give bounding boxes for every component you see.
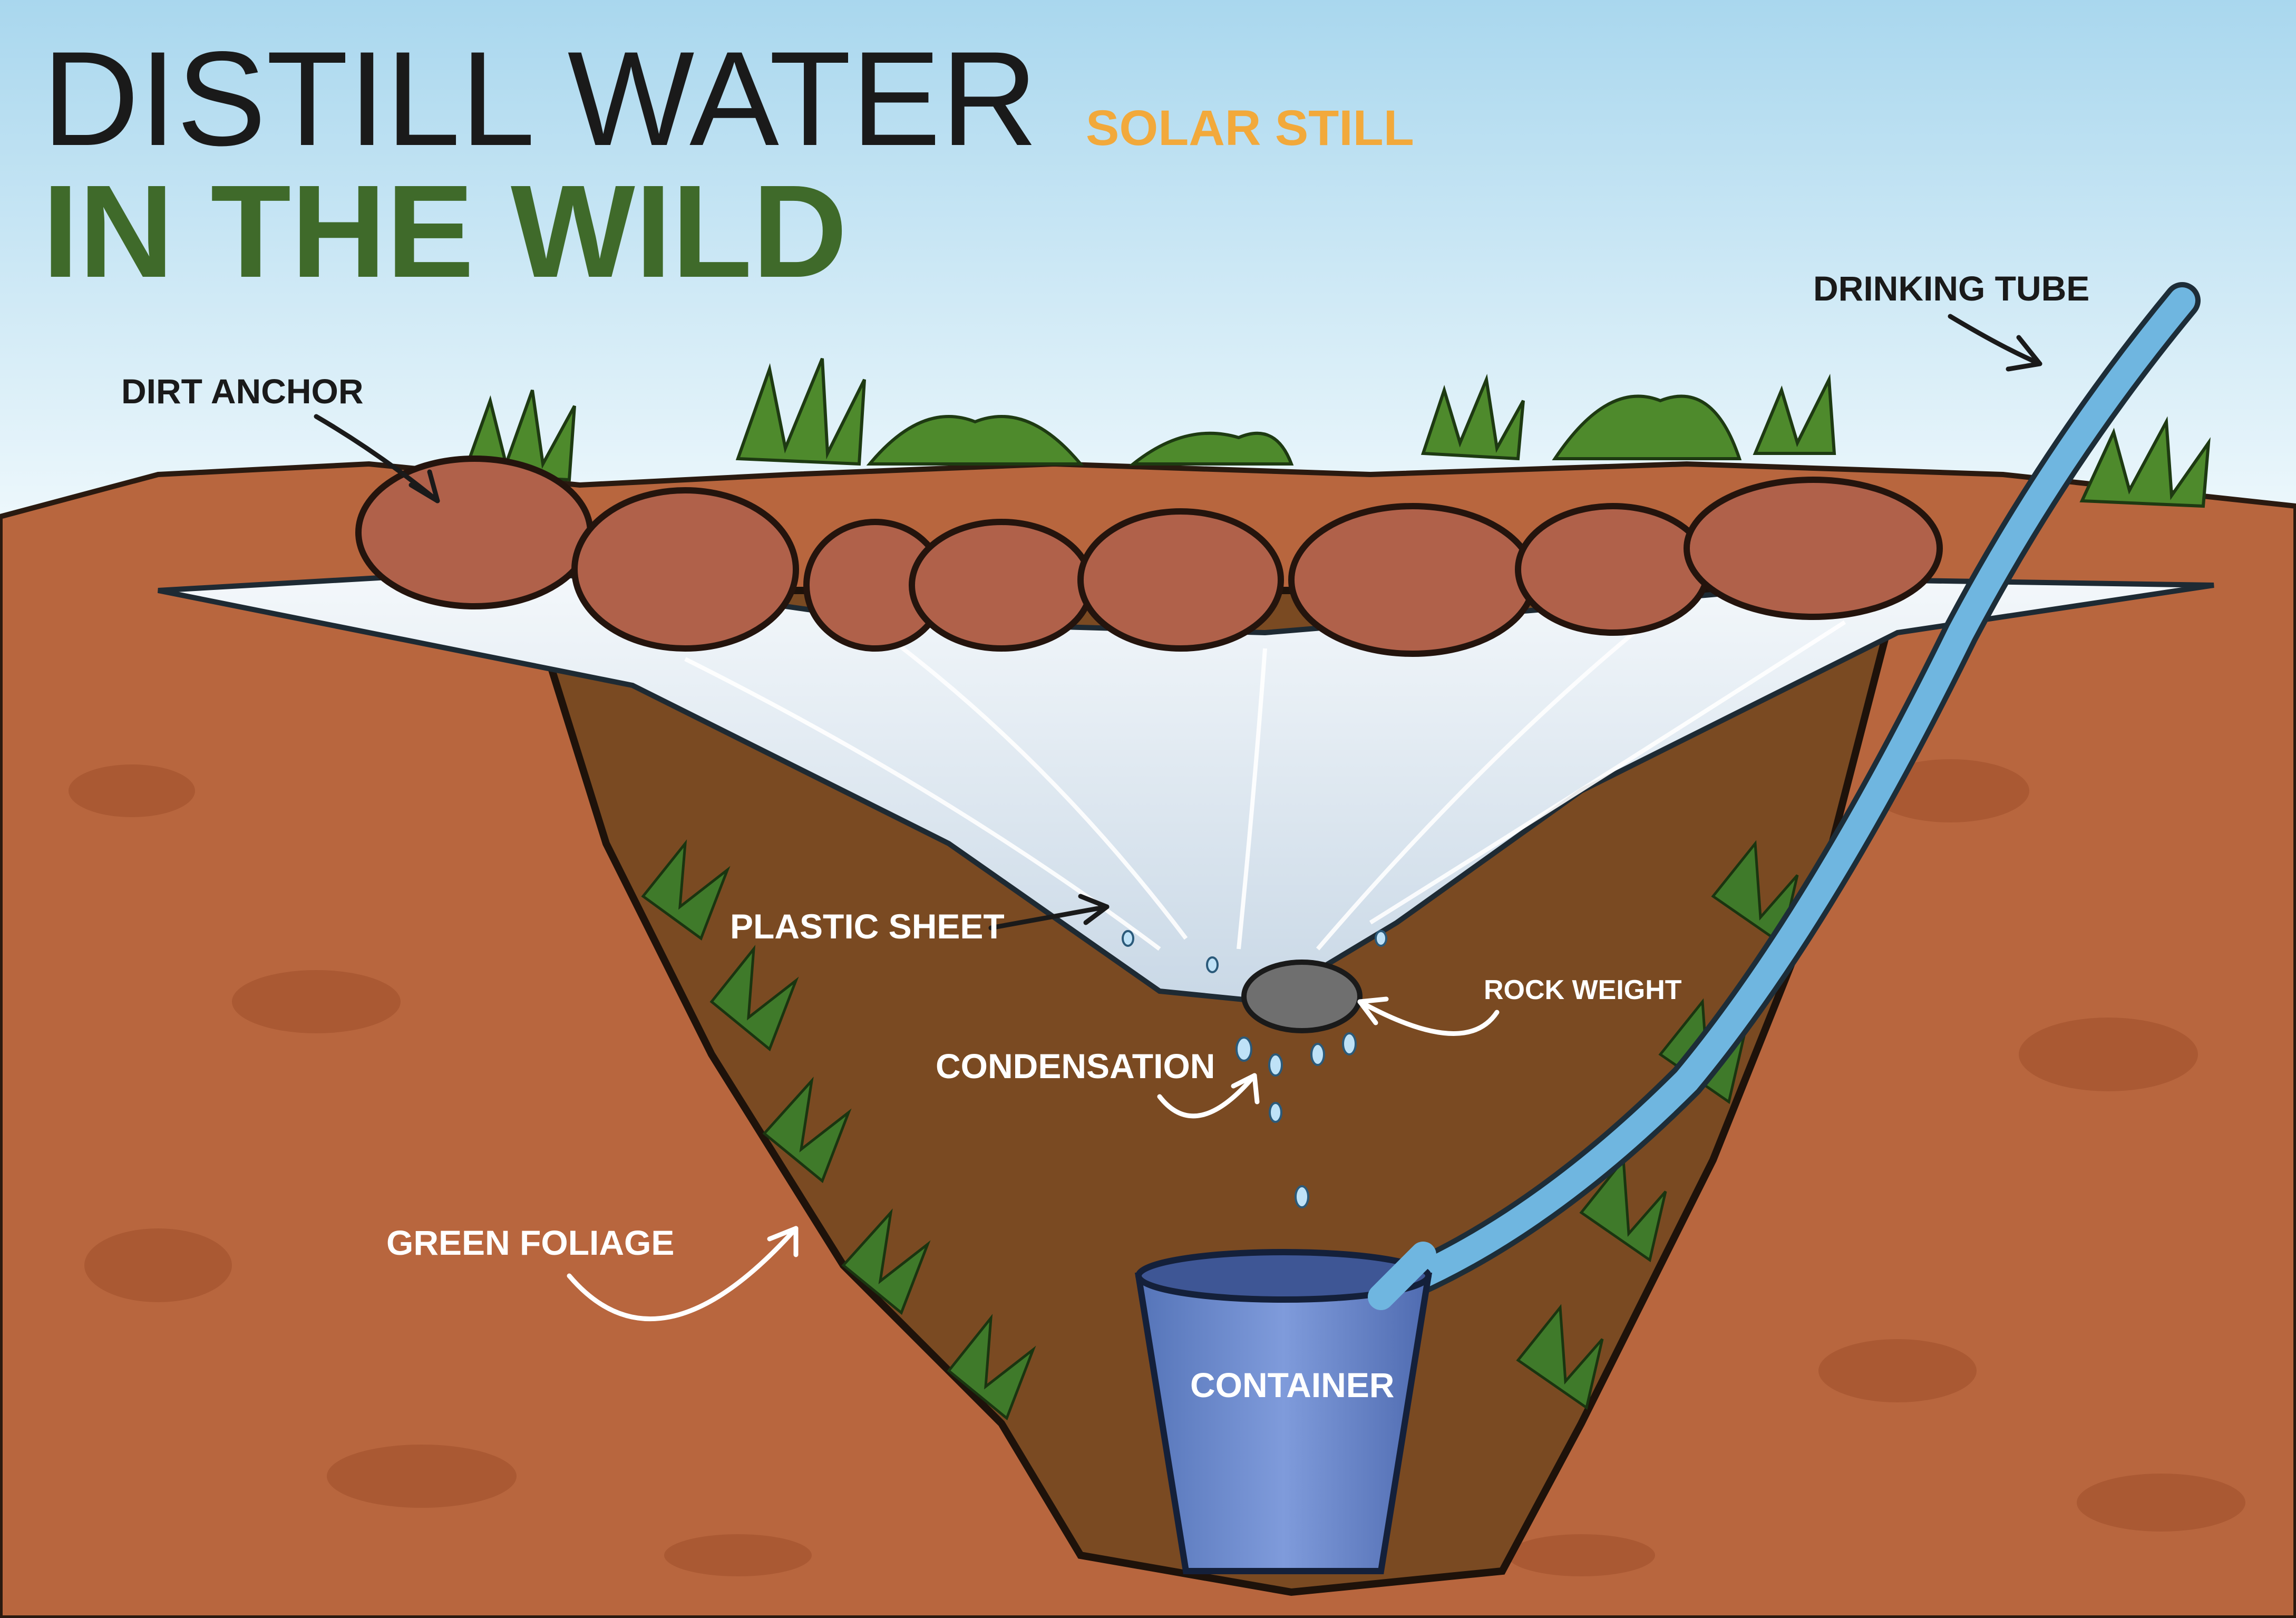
soil-texture xyxy=(69,759,2245,1576)
rock-1 xyxy=(355,456,594,609)
rock-8 xyxy=(1684,477,1943,620)
rock-6 xyxy=(1288,503,1537,657)
pointer-arrows xyxy=(314,314,2042,1322)
dirt-anchor-arrow xyxy=(314,414,440,503)
subtitle: SOLAR STILL xyxy=(1086,100,1414,156)
rock-weight-arrow xyxy=(1357,999,1500,1036)
rock-4 xyxy=(909,519,1094,652)
rock-7 xyxy=(1515,503,1711,636)
label-plastic-sheet: PLASTIC SHEET xyxy=(730,907,1005,946)
drinking-tube-inner xyxy=(1357,287,2195,1310)
title-line-2: IN THE WILD xyxy=(42,158,848,305)
plastic-sheet-arrow xyxy=(988,904,1110,931)
container-rim xyxy=(1135,1249,1432,1303)
sky-background xyxy=(0,0,2296,527)
drinking-tube-arrow xyxy=(1948,314,2042,366)
label-drinking-tube: DRINKING TUBE xyxy=(1813,269,2089,308)
condensation-drops xyxy=(1122,930,1387,1208)
rock-weight xyxy=(1241,960,1363,1033)
dirt-anchor-rocks xyxy=(355,456,1943,657)
surface-grass xyxy=(461,357,2211,508)
rock-5 xyxy=(1077,508,1284,652)
label-container: CONTAINER xyxy=(1190,1365,1394,1404)
label-green-foliage: GREEN FOLIAGE xyxy=(386,1223,674,1262)
tube-end-in-container xyxy=(1368,1242,1436,1310)
rock-2 xyxy=(571,487,799,652)
condensation-arrow xyxy=(1157,1073,1257,1119)
label-dirt-anchor: DIRT ANCHOR xyxy=(121,372,364,411)
container-bucket xyxy=(1134,1273,1433,1574)
label-rock-weight: ROCK WEIGHT xyxy=(1484,975,1682,1005)
label-condensation: CONDENSATION xyxy=(936,1047,1215,1086)
title-line-1: DISTILL WATER xyxy=(42,24,1038,174)
green-foliage-arrow xyxy=(567,1226,799,1322)
